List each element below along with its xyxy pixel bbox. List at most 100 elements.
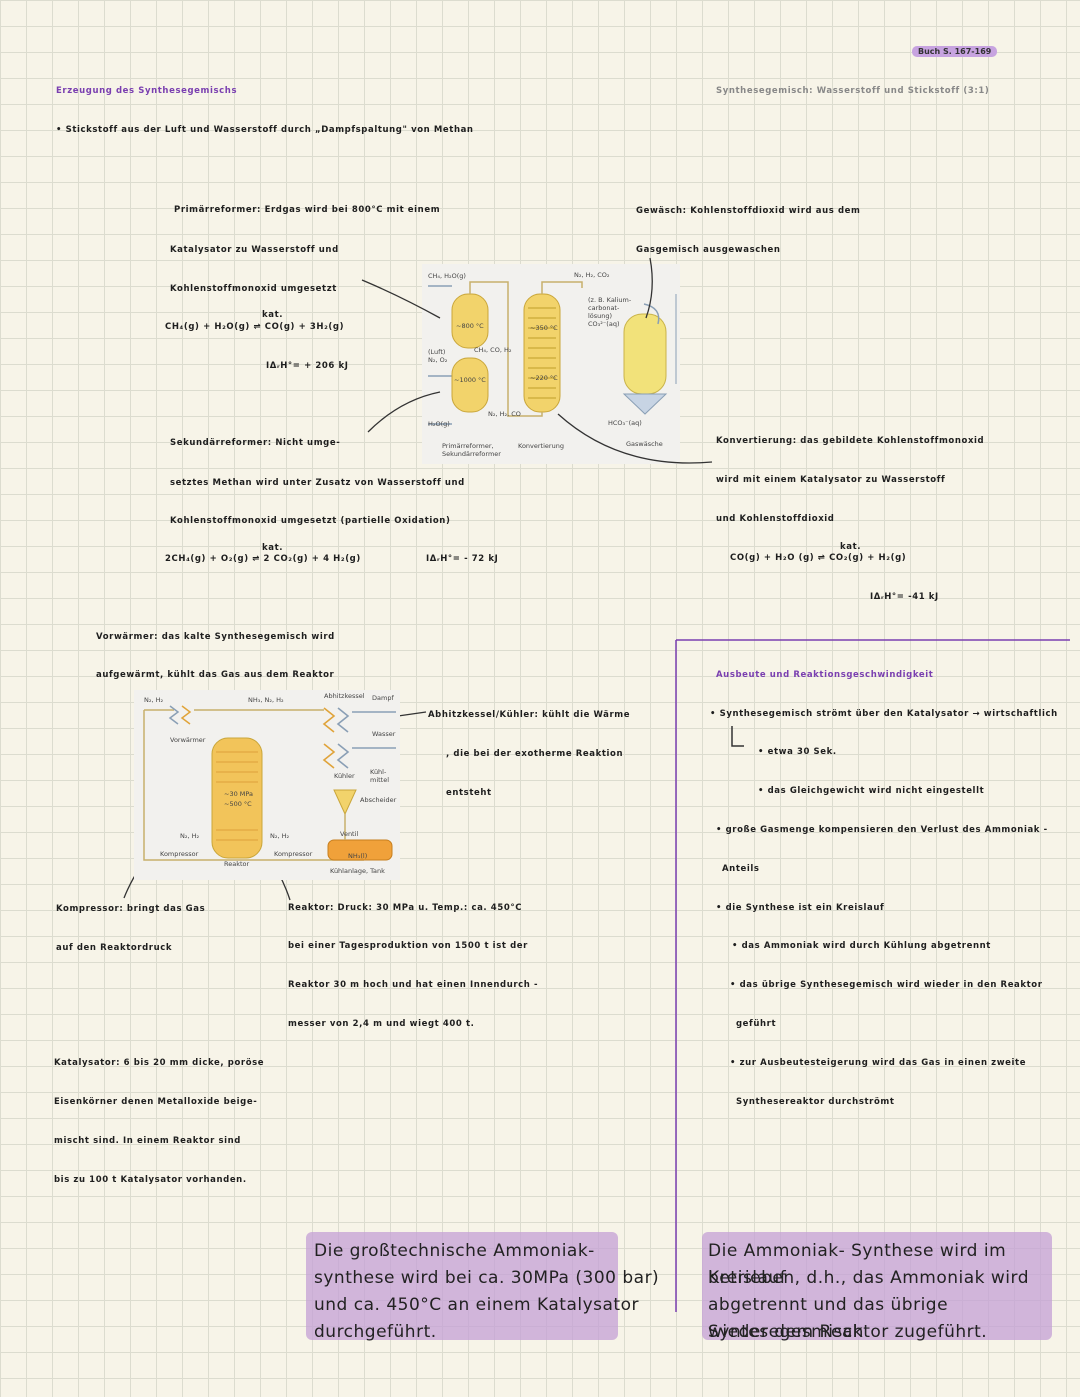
primary-enthalpy: ΙΔᵣH°= + 206 kJ xyxy=(266,361,349,371)
conversion-line2: wird mit einem Katalysator zu Wasserstof… xyxy=(716,475,946,485)
d1-steam-label: H₂O(g) xyxy=(428,420,450,428)
d2-temp-label: ~500 °C xyxy=(224,800,252,808)
primary-kat-label: kat. xyxy=(262,310,284,320)
summary-left-line4: durchgeführt. xyxy=(314,1322,437,1342)
yield-line10: • zur Ausbeutesteigerung wird das Gas in… xyxy=(730,1058,1027,1068)
d2-reactor-label: Reaktor xyxy=(224,860,250,868)
d1-temp-800: ~800 °C xyxy=(456,322,484,330)
d1-kalium-3: lösung) xyxy=(588,312,613,320)
yield-line11: Synthesereaktor durchströmt xyxy=(736,1097,895,1107)
catalyst-line3: mischt sind. In einem Reaktor sind xyxy=(54,1136,241,1146)
yield-line1: • Synthesegemisch strömt über den Kataly… xyxy=(710,709,1058,719)
yield-line5: Anteils xyxy=(722,864,760,874)
boiler-line3: entsteht xyxy=(446,788,492,798)
yield-line9: geführt xyxy=(736,1019,777,1029)
secondary-kat-label: kat. xyxy=(262,543,284,553)
d1-kalium-4: CO₃²⁻(aq) xyxy=(588,320,620,328)
preheater-line1: Vorwärmer: das kalte Synthesegemisch wir… xyxy=(96,632,335,642)
summary-right-line4: wieder dem Reaktor zugeführt. xyxy=(708,1322,988,1342)
d1-temp-350: ~350 °C xyxy=(530,324,558,332)
d2-feed-label: N₂, H₂ xyxy=(144,696,164,704)
secondary-reformer-line2: setztes Methan wird unter Zusatz von Was… xyxy=(170,478,465,488)
d2-product-label: NH₃, N₂, H₂ xyxy=(248,696,284,704)
boiler-line2: , die bei der exotherme Reaktion xyxy=(446,749,624,759)
yield-line4: • große Gasmenge kompensieren den Verlus… xyxy=(716,825,1048,835)
synthesis-loop-drawing xyxy=(143,705,396,861)
summary-left-line1: Die großtechnische Ammoniak- xyxy=(314,1241,595,1261)
d1-n2h2co-label: N₂, H₂, CO xyxy=(488,410,521,418)
yield-title: Ausbeute und Reaktionsgeschwindigkeit xyxy=(716,670,934,680)
d1-caption-conversion: Konvertierung xyxy=(518,442,564,450)
secondary-reformer-line3: Kohlenstoffmonoxid umgesetzt (partielle … xyxy=(170,516,451,526)
yield-line3: • das Gleichgewicht wird nicht eingestel… xyxy=(758,786,985,796)
d2-tank-label: Kühlanlage, Tank xyxy=(330,867,385,875)
secondary-equation: 2CH₄(g) + O₂(g) ⇌ 2 CO₂(g) + 4 H₂(g) xyxy=(165,554,361,564)
gas-wash-line2: Gasgemisch ausgewaschen xyxy=(636,245,781,255)
d1-temp-220: ~220 °C xyxy=(530,374,558,382)
d2-coolant-label: Kühl- xyxy=(370,768,387,776)
summary-right-line3: abgetrennt und das übrige Syntesegesmisc… xyxy=(708,1295,949,1342)
d2-steam-label: Dampf xyxy=(372,694,394,702)
intro-text: • Stickstoff aus der Luft und Wasserstof… xyxy=(56,125,474,135)
yield-line6: • die Synthese ist ein Kreislauf xyxy=(716,903,885,913)
reformer-process-drawing xyxy=(428,281,677,425)
reactor-line3: Reaktor 30 m hoch und hat einen Innendur… xyxy=(288,980,539,990)
primary-reformer-line2: Katalysator zu Wasserstoff und xyxy=(170,245,339,255)
page-reference-badge: Buch S. 167-169 xyxy=(912,46,998,57)
conversion-equation: CO(g) + H₂O (g) ⇌ CO₂(g) + H₂(g) xyxy=(730,553,907,563)
primary-reformer-line1: Primärreformer: Erdgas wird bei 800°C mi… xyxy=(174,205,441,215)
conversion-line3: und Kohlenstoffdioxid xyxy=(716,514,835,524)
d2-compressor-label: Kompressor xyxy=(160,850,199,858)
catalyst-line4: bis zu 100 t Katalysator vorhanden. xyxy=(54,1175,247,1185)
reactor-line4: messer von 2,4 m und wiegt 400 t. xyxy=(288,1019,475,1029)
d1-caption-reformer: Primärreformer, xyxy=(442,442,494,450)
summary-left-line3: und ca. 450°C an einem Katalysator xyxy=(314,1295,639,1315)
catalyst-line2: Eisenkörner denen Metalloxide beige- xyxy=(54,1097,258,1107)
d1-kalium-2: carbonat- xyxy=(588,304,620,312)
reactor-line2: bei einer Tagesproduktion von 1500 t ist… xyxy=(288,941,528,951)
compressor-line1: Kompressor: bringt das Gas xyxy=(56,904,206,914)
d2-water-label: Wasser xyxy=(372,730,396,738)
section-title-synthesis-gas: Erzeugung des Synthesegemischs xyxy=(56,86,238,96)
summary-left-highlight xyxy=(306,1232,618,1340)
catalyst-line1: Katalysator: 6 bis 20 mm dicke, poröse xyxy=(54,1058,265,1068)
primary-reformer-line3: Kohlenstoffmonoxid umgesetzt xyxy=(170,284,337,294)
primary-equation: CH₄(g) + H₂O(g) ⇌ CO(g) + 3H₂(g) xyxy=(165,322,345,332)
d2-boiler-label: Abhitzkessel xyxy=(324,692,365,700)
summary-right-line1: Die Ammoniak- Synthese wird im Kreislauf xyxy=(708,1241,1007,1288)
d1-temp-1000: ~1000 °C xyxy=(454,376,486,384)
d2-pressure-label: ~30 MPa xyxy=(224,790,254,798)
conversion-enthalpy: ΙΔᵣH°= -41 kJ xyxy=(870,592,939,602)
d1-caption-gaswash: Gaswäsche xyxy=(626,440,663,448)
conversion-kat-label: kat. xyxy=(840,542,862,552)
d2-preheater-label: Vorwärmer xyxy=(170,736,206,744)
summary-right-line2: betrieben, d.h., das Ammoniak wird xyxy=(708,1268,1029,1288)
secondary-enthalpy: ΙΔᵣH°= - 72 kJ xyxy=(426,554,499,564)
yield-line2: • etwa 30 Sek. xyxy=(758,747,837,757)
summary-right-highlight xyxy=(702,1232,1052,1340)
reactor-line1: Reaktor: Druck: 30 MPa u. Temp.: ca. 450… xyxy=(288,903,523,913)
d2-ammonia-label: NH₃(l) xyxy=(348,852,368,860)
conversion-line1: Konvertierung: das gebildete Kohlenstoff… xyxy=(716,436,985,446)
boiler-line1: Abhitzkessel/Kühler: kühlt die Wärme xyxy=(428,710,631,720)
yield-line7: • das Ammoniak wird durch Kühlung abgetr… xyxy=(732,941,991,951)
d2-recycle-label: N₂, H₂ xyxy=(270,832,290,840)
summary-left-line2: synthese wird bei ca. 30MPa (300 bar) xyxy=(314,1268,660,1288)
d2-cooler-label: Kühler xyxy=(334,772,355,780)
d1-caption-reformer2: Sekundärreformer xyxy=(442,450,501,458)
d1-kalium-1: (z. B. Kalium- xyxy=(588,296,632,304)
d2-coolant-label2: mittel xyxy=(370,776,390,784)
d1-feed-label: CH₄, H₂O(g) xyxy=(428,272,466,280)
d2-inlet-label: N₂, H₂ xyxy=(180,832,200,840)
compressor-line2: auf den Reaktordruck xyxy=(56,943,173,953)
reformer-process-diagram: CH₄, H₂O(g) N₂, H₂, CO₂ ~800 °C ~1000 °C… xyxy=(422,264,680,464)
d1-n2o2-label: N₂, O₂ xyxy=(428,356,448,364)
d2-separator-label: Abscheider xyxy=(360,796,397,804)
d1-air-label: (Luft) xyxy=(428,348,446,356)
yield-line8: • das übrige Synthesegemisch wird wieder… xyxy=(730,980,1043,990)
preheater-line2: aufgewärmt, kühlt das Gas aus dem Reakto… xyxy=(96,670,335,680)
d1-output-label: N₂, H₂, CO₂ xyxy=(574,271,610,279)
d2-valve-label: Ventil xyxy=(340,830,359,838)
synthesis-loop-diagram: N₂, H₂ NH₃, N₂, H₂ Abhitzkessel Dampf Wa… xyxy=(134,690,400,880)
gas-wash-line1: Gewäsch: Kohlenstoffdioxid wird aus dem xyxy=(636,206,861,216)
